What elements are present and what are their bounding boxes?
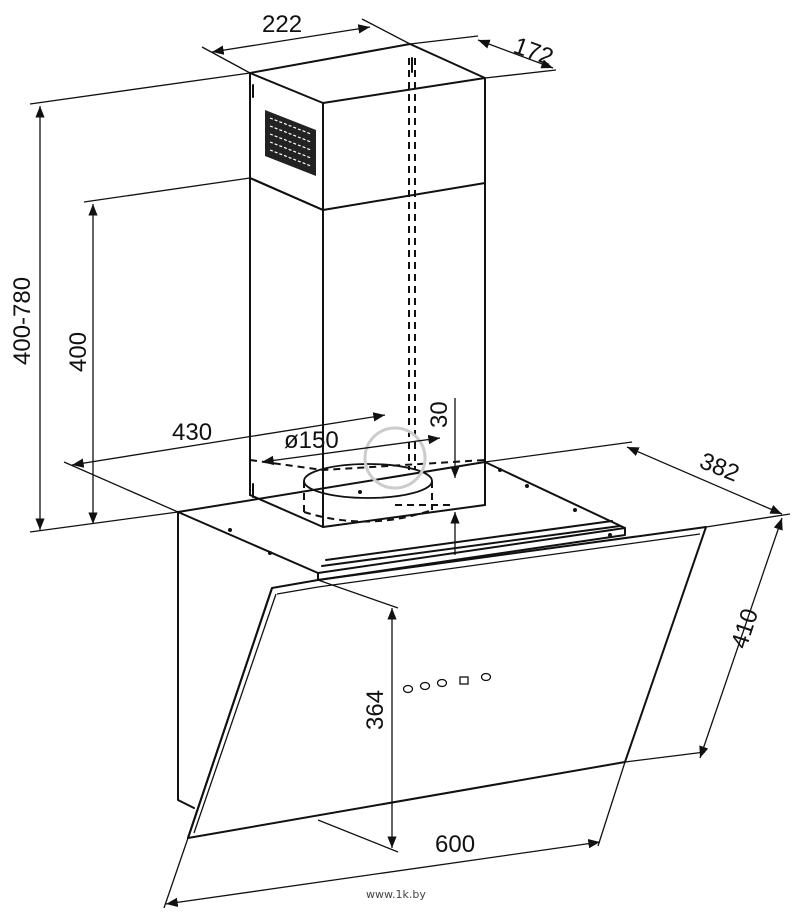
dim-outlet-diameter: ø150 bbox=[261, 427, 441, 466]
dim-chimney-width: 222 bbox=[201, 11, 411, 74]
dim-label-hood-depth: 382 bbox=[696, 448, 743, 488]
button-icon bbox=[436, 678, 448, 688]
dim-label-chimney-height: 400 bbox=[65, 332, 92, 372]
dim-label-hood-top-width: 430 bbox=[172, 419, 212, 446]
chimney bbox=[249, 43, 486, 528]
dim-label-chimney-depth: 172 bbox=[510, 32, 557, 71]
control-buttons bbox=[402, 672, 492, 694]
dim-outlet-offset: 30 bbox=[426, 398, 460, 555]
dim-glass-slant: 410 bbox=[624, 517, 783, 763]
dim-label-hood-width: 600 bbox=[435, 831, 475, 858]
dim-label-outlet-offset: 30 bbox=[426, 401, 453, 428]
dim-glass-height: 364 bbox=[317, 579, 399, 848]
dim-label-total-height: 400-780 bbox=[9, 277, 36, 365]
button-icon bbox=[402, 684, 414, 694]
dim-total-height: 400-780 bbox=[9, 72, 251, 533]
dim-label-outlet-diameter: ø150 bbox=[284, 427, 339, 454]
button-icon bbox=[480, 672, 492, 682]
button-icon bbox=[419, 681, 431, 691]
vent-grille-icon bbox=[265, 110, 316, 176]
dim-hood-width: 600 bbox=[163, 761, 626, 909]
dim-hood-top-width: 430 bbox=[63, 412, 386, 513]
watermark-text: www.1k.by bbox=[366, 888, 426, 901]
display-icon bbox=[459, 676, 469, 685]
dim-label-chimney-width: 222 bbox=[262, 11, 302, 38]
dim-chimney-depth: 172 bbox=[409, 32, 557, 79]
hood-body bbox=[177, 461, 707, 839]
dim-label-glass-slant: 410 bbox=[726, 605, 764, 651]
dim-label-glass-height: 364 bbox=[362, 690, 389, 730]
dim-chimney-height: 400 bbox=[65, 177, 251, 524]
